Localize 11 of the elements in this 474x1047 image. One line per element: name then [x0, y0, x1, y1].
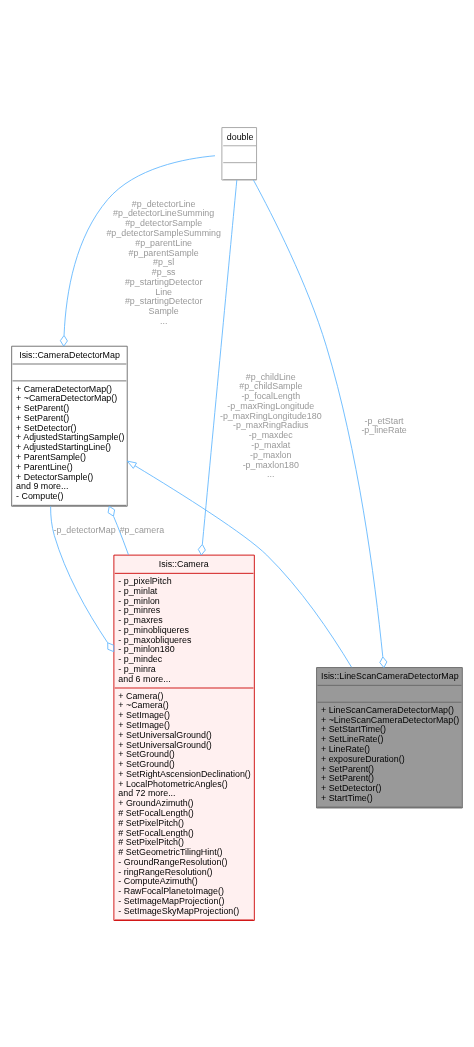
connector	[197, 179, 238, 555]
connector	[50, 505, 115, 652]
edge-label: -p_detectorMap	[53, 524, 116, 535]
connector	[107, 505, 129, 555]
edge-label: #p_camera	[119, 524, 165, 535]
edge-label: -p_etStart -p_lineRate	[361, 415, 407, 435]
connector	[253, 179, 388, 668]
edge-label: #p_detectorLine #p_detectorLineSumming #p_detectorSample #p_detectorSampleSumming #p_parentLine #p_parentSample #p_sl #p_ss #p_startingDetector Line #p_startingDetector Sample ...	[106, 198, 221, 326]
edge-label: #p_childLine #p_childSample -p_focalLength -p_maxRingLongitude -p_maxRingLongitude180 -p_maxRingRadius -p_maxdec -p_maxlat -p_maxlon -p_maxlon180 ...	[219, 371, 322, 479]
arrow	[126, 460, 353, 668]
connector	[59, 154, 216, 347]
